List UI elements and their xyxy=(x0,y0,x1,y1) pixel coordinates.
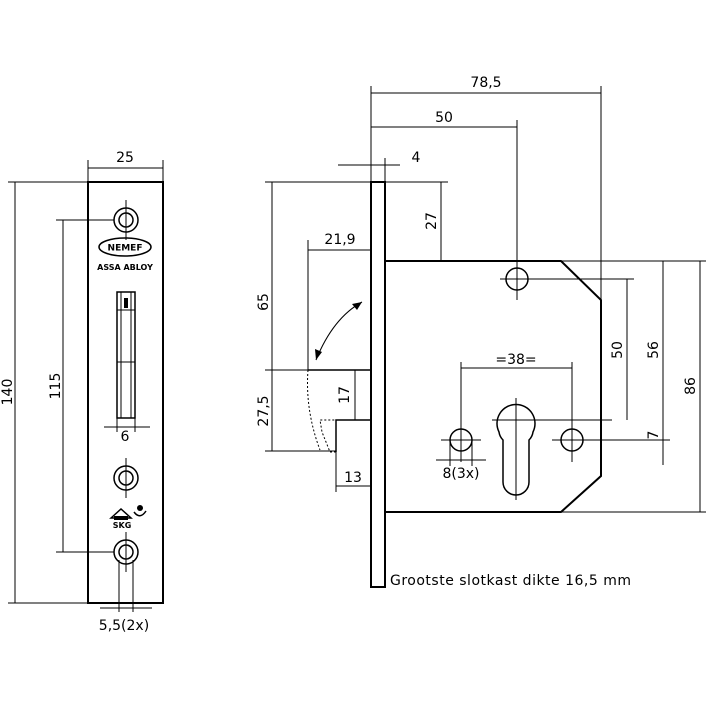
faceplate-screw-hole-middle xyxy=(113,458,139,498)
dimension-slot-width: 6 xyxy=(104,418,150,445)
dim-text: 56 xyxy=(646,341,662,359)
dim-text: 50 xyxy=(435,110,453,126)
dim-text: 13 xyxy=(344,470,362,486)
dim-text: 17 xyxy=(337,386,353,404)
faceplate-view: NEMEF ASSA ABLOY SKG xyxy=(0,150,164,634)
dimension-case-56: 56 xyxy=(561,260,670,420)
dimension-plate-thickness: 4 xyxy=(338,150,421,182)
faceplate-outline xyxy=(87,181,164,604)
dim-text: 140 xyxy=(0,379,16,406)
faceplate-screw-hole-top xyxy=(113,200,139,240)
dim-text: 25 xyxy=(116,150,134,166)
curved-arrow-icon xyxy=(315,301,363,361)
dimension-faceplate-height: 140 xyxy=(0,181,88,604)
dimension-hole-spacing: 115 xyxy=(48,219,114,553)
dimension-latch-projection: 21,9 xyxy=(307,232,371,370)
faceplate-screw-hole-bottom xyxy=(113,532,139,572)
dim-text: 5,5(2x) xyxy=(99,618,149,634)
dim-text: 27,5 xyxy=(256,395,272,426)
dimension-fixing-holes: 8(3x) xyxy=(436,440,486,482)
cert-label: SKG xyxy=(113,521,132,530)
dimension-latch-height: 65 xyxy=(256,181,371,371)
dimension-overall-depth: 78,5 xyxy=(370,75,602,476)
dim-text: 115 xyxy=(48,373,64,400)
lock-case-view: 78,5 50 4 27 21,9 xyxy=(256,75,706,589)
dead-bolt xyxy=(319,419,371,453)
dimension-bolt-throw: 13 xyxy=(335,452,371,492)
dim-text: 65 xyxy=(256,293,272,311)
dim-text: 6 xyxy=(121,429,130,445)
dimension-cylinder-spacing: =38= xyxy=(461,352,572,369)
dim-text: 27 xyxy=(424,212,440,230)
dim-text: 7 xyxy=(646,431,662,440)
dim-text: 78,5 xyxy=(470,75,501,91)
skg-house-icon xyxy=(109,505,147,520)
dimension-small-offset: 7 xyxy=(646,420,664,465)
dimension-top-offset: 27 xyxy=(385,181,448,261)
dim-text: =38= xyxy=(495,352,536,368)
dimension-faceplate-width: 25 xyxy=(87,150,164,182)
fixing-hole-left xyxy=(441,362,481,462)
fixing-hole-right xyxy=(552,362,670,462)
dim-text: 4 xyxy=(412,150,421,166)
brand-label: NEMEF xyxy=(108,244,143,254)
dim-text: 8(3x) xyxy=(442,466,479,482)
dimension-hole-diameter: 5,5(2x) xyxy=(99,560,152,634)
front-plate xyxy=(370,181,386,588)
thickness-note: Grootste slotkast dikte 16,5 mm xyxy=(390,573,632,589)
dimension-backset: 50 xyxy=(371,110,518,268)
dim-text: 50 xyxy=(610,341,626,359)
nemef-logo-icon: NEMEF xyxy=(98,237,152,257)
dim-text: 86 xyxy=(683,377,699,395)
cylinder-hole xyxy=(492,398,612,500)
dimension-bolt-offset: 27,5 xyxy=(256,370,336,452)
latch-bolt xyxy=(307,369,371,451)
dimension-cylinder-distance: 50 xyxy=(601,278,634,420)
latch-slot xyxy=(116,291,136,419)
dim-text: 21,9 xyxy=(324,232,355,248)
case-body xyxy=(385,260,602,513)
brand-sub-label: ASSA ABLOY xyxy=(97,263,153,272)
dimension-case-height: 86 xyxy=(561,260,706,513)
dimension-bolt-height: 17 xyxy=(337,370,356,420)
